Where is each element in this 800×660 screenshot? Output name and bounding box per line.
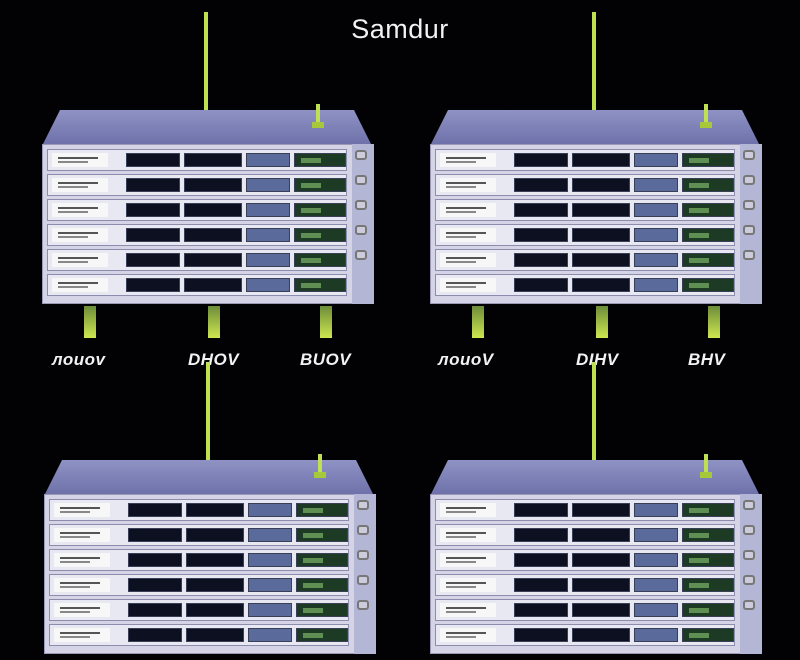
server-rack-2: лoиoV DIHV BHV	[430, 12, 762, 369]
server-rack-4	[430, 362, 762, 660]
leg-connector	[472, 306, 484, 338]
drive-bay	[47, 224, 347, 246]
rack-top	[42, 110, 372, 146]
leg-label: BHV	[688, 350, 726, 369]
server-rack-3	[44, 362, 376, 660]
drive-bay	[47, 199, 347, 221]
server-rack-1: лоиоv DHOV BUOV	[42, 12, 374, 369]
rack-front	[44, 494, 374, 654]
drive-bay	[435, 224, 735, 246]
drive-bay	[435, 599, 735, 621]
rack-front	[430, 144, 760, 304]
leg-label: лoиoV	[438, 350, 494, 369]
drive-bay	[47, 174, 347, 196]
antenna-icon	[700, 104, 712, 128]
drive-bay	[49, 574, 349, 596]
leg-label: DHOV	[188, 350, 240, 369]
antenna-icon	[314, 454, 326, 478]
rack-front	[430, 494, 760, 654]
rack-front	[42, 144, 372, 304]
drive-bay	[47, 274, 347, 296]
rack-top	[430, 460, 760, 496]
drive-bay	[49, 624, 349, 646]
drive-bay	[435, 499, 735, 521]
drive-bay	[49, 599, 349, 621]
rack-legs	[42, 306, 372, 346]
leg-connector	[84, 306, 96, 338]
leg-connector	[708, 306, 720, 338]
rack-top	[430, 110, 760, 146]
leg-label: BUOV	[300, 350, 352, 369]
drive-bay	[435, 549, 735, 571]
drive-bay	[435, 174, 735, 196]
drive-bay	[47, 249, 347, 271]
rack-side	[352, 144, 374, 304]
rack-top	[44, 460, 374, 496]
antenna-icon	[312, 104, 324, 128]
rack-side	[354, 494, 376, 654]
drive-bay	[435, 274, 735, 296]
antenna-icon	[700, 454, 712, 478]
drive-bay	[47, 149, 347, 171]
drive-bay	[435, 199, 735, 221]
image-title: Samdur	[351, 14, 449, 44]
leg-label: лоиоv	[52, 350, 106, 369]
rack-side	[740, 144, 762, 304]
leg-label: DIHV	[576, 350, 619, 369]
drive-bay	[49, 499, 349, 521]
rack-side	[740, 494, 762, 654]
drive-bay	[435, 624, 735, 646]
drive-bay	[435, 249, 735, 271]
drive-bay	[49, 549, 349, 571]
leg-connector	[208, 306, 220, 338]
rack-legs	[430, 306, 760, 346]
drive-bay	[49, 524, 349, 546]
drive-bay	[435, 149, 735, 171]
drive-bay	[435, 574, 735, 596]
leg-connector	[596, 306, 608, 338]
drive-bay	[435, 524, 735, 546]
leg-connector	[320, 306, 332, 338]
